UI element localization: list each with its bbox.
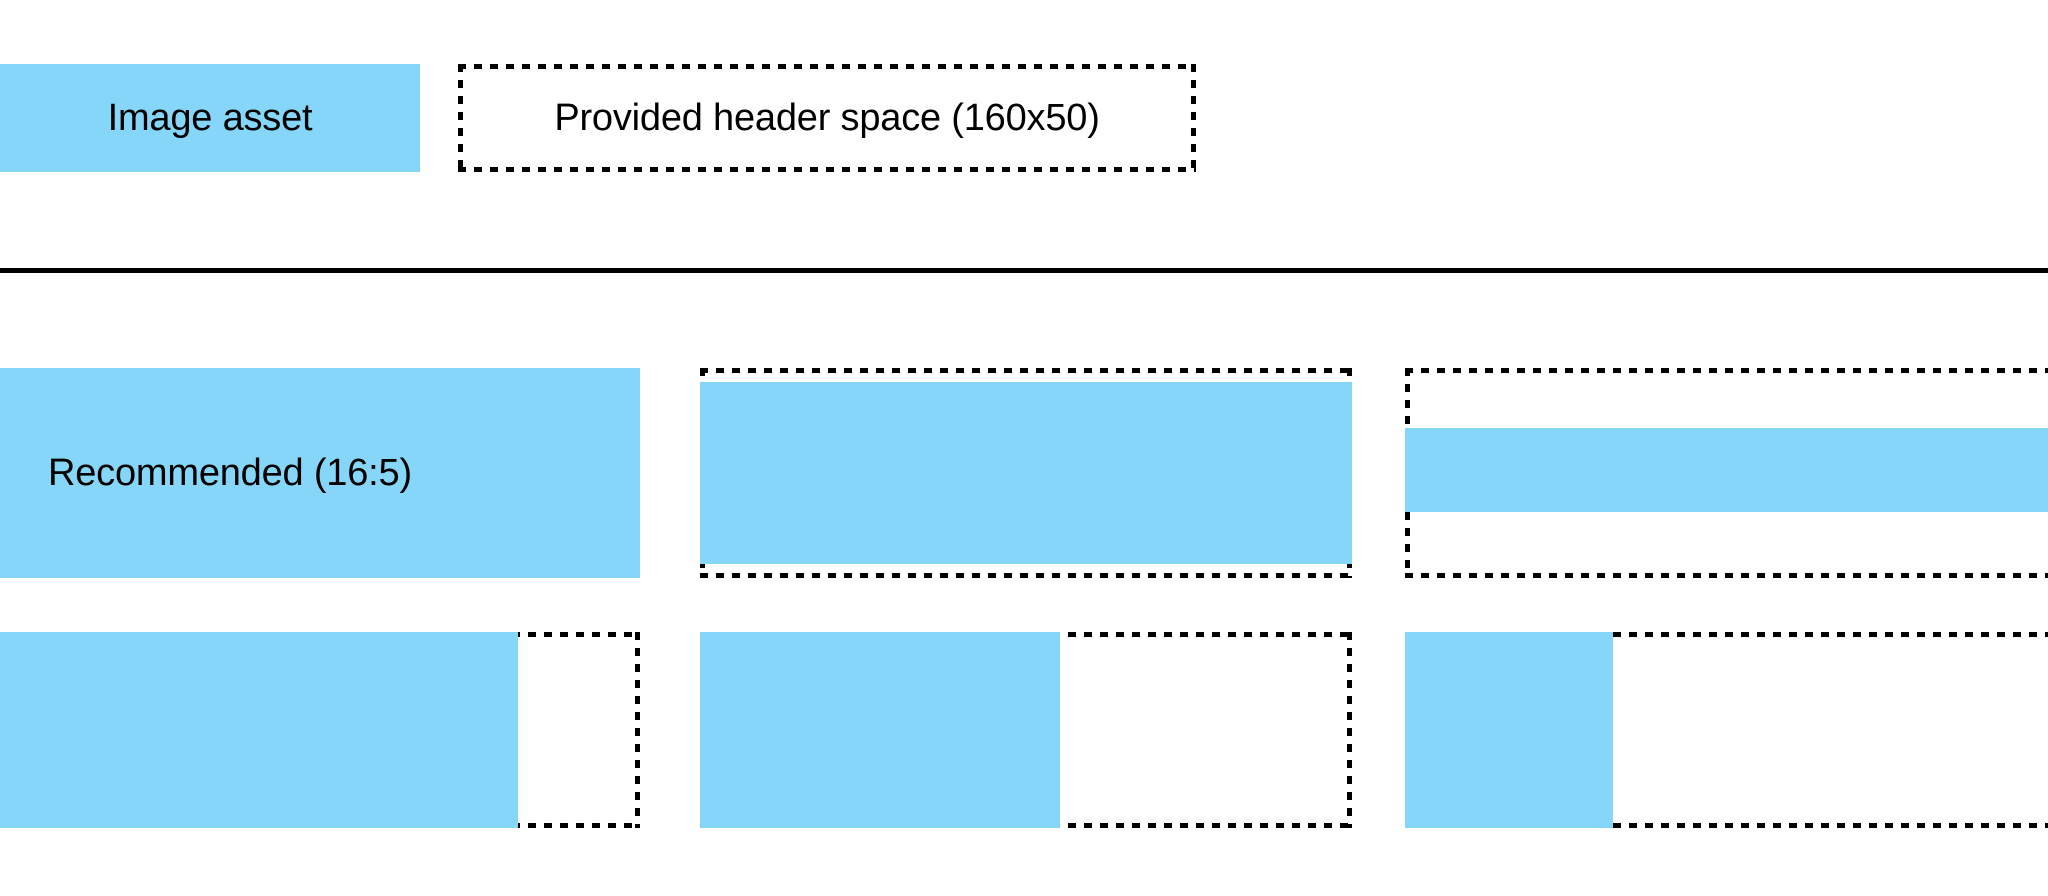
specimen-tile-pillarboxed-strong [1405,632,2048,828]
section-divider [0,268,2048,273]
image-asset-swatch: Image asset [0,64,420,172]
specimen-tile-pillarboxed-medium [700,632,1352,828]
specimen-label-recommended-16-5: Recommended (16:5) [48,452,412,494]
specimen-tile-pillarboxed-slight [0,632,640,828]
provided-header-space-label: Provided header space (160x50) [554,97,1100,139]
specimen-fill-letterboxed-slight [700,382,1352,564]
header-legend-band: Image asset Provided header space (160x5… [0,0,2048,268]
specimen-fill-pillarboxed-strong [1405,632,1613,828]
specimen-tile-recommended-16-5: Recommended (16:5) [0,368,640,578]
specimen-tile-letterboxed-slight [700,368,1352,578]
specimen-fill-pillarboxed-medium [700,632,1060,828]
provided-header-space-box: Provided header space (160x50) [458,64,1196,172]
specimen-fill-recommended-16-5 [0,368,640,578]
image-asset-swatch-label: Image asset [107,97,313,139]
specimen-fill-pillarboxed-slight [0,632,518,828]
specimen-fill-letterboxed-strong [1405,428,2048,512]
specimen-tile-letterboxed-strong [1405,368,2048,578]
